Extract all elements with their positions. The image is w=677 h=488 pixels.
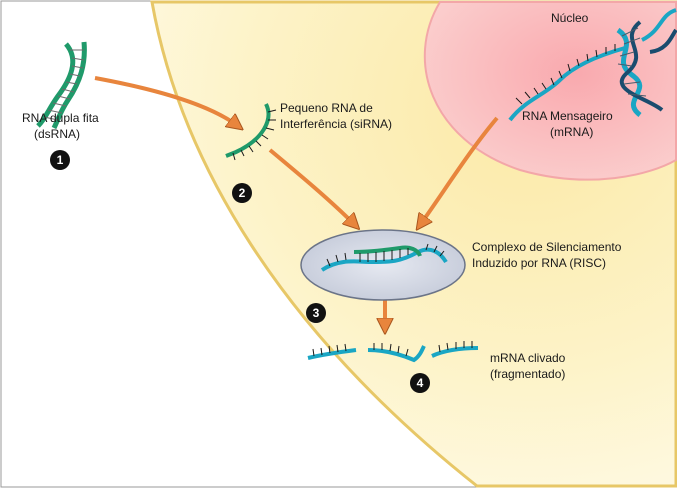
step-badge-1: 1: [50, 150, 70, 170]
label-sirna-line2: Interferência (siRNA): [280, 117, 392, 131]
step-badge-2: 2: [232, 183, 252, 203]
arrow-mrna-to-risc: [420, 116, 499, 225]
label-risc-line1: Complexo de Silenciamento: [472, 240, 622, 254]
cleaved-fragment-3: [431, 341, 479, 358]
label-dsrna-line2: (dsRNA): [34, 127, 80, 141]
risc-complex: [300, 229, 466, 301]
label-sirna-line1: Pequeno RNA de: [280, 101, 373, 115]
label-mrna-line2: (mRNA): [550, 125, 593, 139]
svg-text:4: 4: [417, 376, 424, 390]
sirna-strand: [225, 103, 277, 161]
svg-text:2: 2: [239, 186, 246, 200]
step-badge-4: 4: [410, 373, 430, 393]
label-cleaved-line2: (fragmentado): [490, 367, 565, 381]
cleaved-fragment-1: [307, 343, 357, 360]
label-dsrna-line1: RNA dupla fita: [22, 111, 99, 125]
label-nucleus: Núcleo: [551, 11, 589, 25]
nucleus: [423, 0, 677, 181]
svg-text:3: 3: [313, 306, 320, 320]
label-cleaved-line1: mRNA clivado: [490, 351, 566, 365]
svg-text:1: 1: [57, 153, 64, 167]
step-badge-3: 3: [306, 303, 326, 323]
cleaved-fragment-2: [367, 343, 426, 363]
arrow-sirna-to-risc: [268, 148, 355, 225]
label-mrna-line1: RNA Mensageiro: [522, 109, 613, 123]
dsrna-ladder: [36, 41, 87, 130]
dna-helix-icon: [616, 8, 677, 117]
mrna-strand: [508, 44, 626, 122]
label-risc-line2: Induzido por RNA (RISC): [472, 256, 606, 270]
arrow-dsrna-to-sirna: [94, 76, 238, 126]
